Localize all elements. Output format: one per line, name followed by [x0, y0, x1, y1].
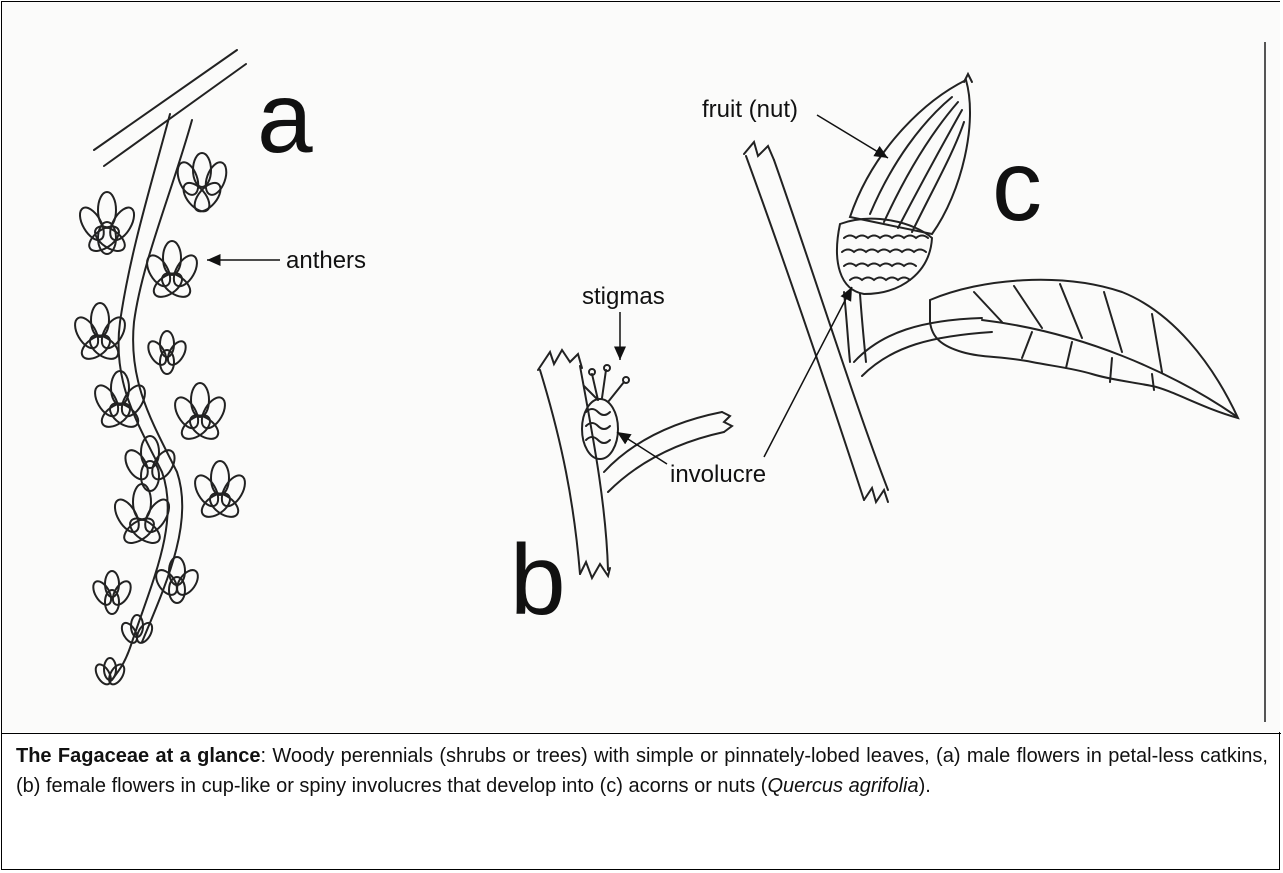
panel-letter-c: c	[992, 130, 1042, 242]
fruit-arrow	[817, 115, 888, 158]
involucre-arrow-b	[617, 432, 667, 464]
male-flower-clusters	[70, 153, 249, 687]
fruit-label: fruit (nut)	[702, 96, 798, 123]
panel-a-catkin-drawing	[70, 50, 249, 687]
cupule-scales	[842, 236, 928, 281]
anthers-label: anthers	[286, 247, 366, 274]
panel-letter-b: b	[510, 524, 566, 636]
caption-divider	[1, 733, 1281, 734]
caption-body-2: ).	[919, 775, 931, 797]
figure-caption: The Fagaceae at a glance: Woody perennia…	[16, 741, 1268, 801]
caption-species: Quercus agrifolia	[767, 775, 918, 797]
involucre-arrow-c	[764, 287, 852, 457]
caption-title: The Fagaceae at a glance	[16, 745, 260, 767]
stigmas-label: stigmas	[582, 283, 665, 310]
panel-letter-a: a	[257, 62, 313, 174]
involucre-label: involucre	[670, 461, 766, 488]
panel-c-acorn-drawing	[744, 74, 1238, 502]
botanical-illustration: anthers a stigmas involucre b	[2, 2, 1280, 732]
